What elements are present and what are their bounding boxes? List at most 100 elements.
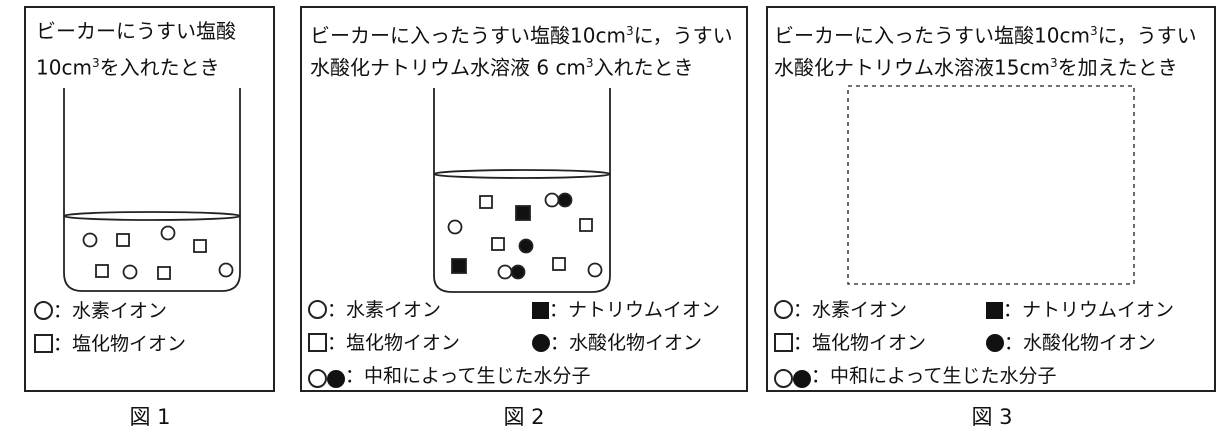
legend: ：水素イオン ：ナトリウムイオン ：塩化物イオン ：水酸化物イオン ：中和によって生… — [308, 294, 744, 396]
legend-row-3: ：中和によって生じた水分子 — [308, 360, 744, 396]
chloride-ion — [579, 218, 593, 232]
legend-item-hydrogen: ：水素イオン — [774, 294, 986, 327]
legend-row-3: ：中和によって生じた水分子 — [774, 360, 1212, 396]
particles — [447, 192, 603, 280]
legend-label: ：塩化物イオン — [53, 333, 187, 355]
legend-label: ：水素イオン — [793, 299, 908, 321]
legend-item-hydrogen: ：水素イオン — [308, 294, 532, 327]
caption-text: ビーカーに入ったうすい塩酸10cm — [774, 23, 1090, 48]
beaker-diagram — [433, 88, 611, 293]
beaker — [433, 88, 611, 293]
legend-item-water: ：中和によって生じた水分子 — [308, 365, 591, 388]
dot-icon — [793, 370, 811, 388]
hydroxide-ion — [518, 238, 534, 254]
caption-line-1: ビーカーにうすい塩酸 — [36, 16, 236, 46]
caption-line-1: ビーカーに入ったうすい塩酸10cm3に，うすい — [310, 16, 733, 51]
legend-label: ：ナトリウムイオン — [1003, 299, 1175, 321]
liquid-surface — [433, 169, 611, 179]
legend-item-hydroxide: ：水酸化物イオン — [986, 332, 1156, 354]
water-molecule-symbol — [308, 363, 345, 396]
beaker-outline — [433, 88, 611, 293]
legend-item-sodium: ：ナトリウムイオン — [532, 299, 720, 321]
hydrogen-ion — [218, 262, 234, 278]
legend-label: ：水素イオン — [53, 300, 168, 322]
liquid-surface — [63, 211, 241, 221]
caption-text: 入れたとき — [593, 55, 694, 80]
chloride-ion-symbol — [34, 334, 53, 353]
caption-text: 10cm — [36, 55, 92, 80]
hydrogen-ion-symbol — [774, 300, 793, 319]
chloride-ion — [193, 239, 207, 253]
answer-area — [847, 85, 1135, 285]
figure-label-2: 図 2 — [503, 405, 545, 429]
legend-label: ：中和によって生じた水分子 — [811, 365, 1057, 387]
beaker-diagram — [63, 88, 241, 292]
hydrogen-ion — [160, 225, 176, 241]
chloride-ion — [491, 237, 505, 251]
sodium-ion-symbol — [986, 302, 1003, 319]
panel-figure-1: ビーカーにうすい塩酸 10cm3を入れたとき ：水素イオン ：塩化物イオン — [24, 6, 275, 392]
figure-label-1: 図 1 — [129, 405, 171, 429]
chloride-ion — [479, 195, 493, 209]
caption-superscript: 3 — [625, 24, 634, 38]
water-molecule-hydrogen — [497, 264, 513, 280]
water-molecule-hydroxide — [557, 192, 573, 208]
legend-row-1: ：水素イオン ：ナトリウムイオン — [308, 294, 744, 327]
sodium-ion-symbol — [532, 302, 549, 319]
hydroxide-ion-symbol — [986, 334, 1004, 352]
particles — [82, 225, 234, 280]
caption-line-2: 水酸化ナトリウム水溶液15cm3を加えたとき — [774, 48, 1178, 83]
legend-item-chloride: ：塩化物イオン — [308, 327, 532, 360]
caption-superscript: 3 — [91, 56, 100, 70]
hydrogen-ion — [447, 219, 463, 235]
caption-text: に，うすい — [633, 23, 733, 48]
circle-icon — [308, 369, 327, 388]
legend-item-water: ：中和によって生じた水分子 — [774, 365, 1057, 388]
caption-text: ビーカーにうすい塩酸 — [36, 19, 236, 43]
legend-label: ：水酸化物イオン — [1004, 332, 1157, 354]
caption-line-2: 10cm3を入れたとき — [36, 48, 220, 83]
dot-icon — [327, 370, 345, 388]
legend-label: ：塩化物イオン — [327, 332, 461, 354]
legend-item-chloride: ：塩化物イオン — [774, 327, 986, 360]
legend: ：水素イオン ：塩化物イオン — [34, 295, 186, 361]
water-molecule-symbol — [774, 363, 811, 396]
water-molecule-hydrogen — [544, 192, 560, 208]
figure-label-3: 図 3 — [971, 405, 1013, 429]
sodium-ion — [515, 205, 531, 221]
hydrogen-ion-symbol — [34, 301, 53, 320]
legend-label: ：塩化物イオン — [793, 332, 927, 354]
circle-icon — [774, 369, 793, 388]
chloride-ion-symbol — [308, 333, 327, 352]
chloride-ion — [157, 266, 171, 280]
legend-label: ：水酸化物イオン — [550, 332, 703, 354]
legend-item-sodium: ：ナトリウムイオン — [986, 299, 1174, 321]
legend-row-2: ：塩化物イオン ：水酸化物イオン — [308, 327, 744, 360]
chloride-ion-symbol — [774, 333, 793, 352]
caption-text: を入れたとき — [99, 55, 220, 80]
blank-answer-box — [847, 85, 1135, 285]
panel-figure-3: ビーカーに入ったうすい塩酸10cm3に，うすい 水酸化ナトリウム水溶液15cm3… — [766, 6, 1216, 392]
beaker-outline — [63, 88, 241, 292]
caption-text: 水酸化ナトリウム水溶液15cm — [774, 55, 1050, 80]
caption-text: 水酸化ナトリウム水溶液 6 cm — [310, 55, 586, 80]
caption-text: ビーカーに入ったうすい塩酸10cm — [310, 23, 626, 48]
legend-label: ：ナトリウムイオン — [549, 299, 721, 321]
hydrogen-ion-symbol — [308, 300, 327, 319]
hydroxide-ion-symbol — [532, 334, 550, 352]
legend-row-2: ：塩化物イオン ：水酸化物イオン — [774, 327, 1212, 360]
caption-text: に，うすい — [1097, 23, 1197, 48]
legend-item-hydrogen: ：水素イオン — [34, 295, 186, 328]
caption-text: を加えたとき — [1057, 55, 1178, 80]
legend-label: ：中和によって生じた水分子 — [345, 365, 591, 387]
hydrogen-ion — [587, 262, 603, 278]
caption-line-1: ビーカーに入ったうすい塩酸10cm3に，うすい — [774, 16, 1197, 51]
legend-item-chloride: ：塩化物イオン — [34, 328, 186, 361]
chloride-ion — [116, 233, 130, 247]
chloride-ion — [552, 257, 566, 271]
hydrogen-ion — [82, 232, 98, 248]
legend-row-1: ：水素イオン ：ナトリウムイオン — [774, 294, 1212, 327]
caption-superscript: 3 — [1089, 24, 1098, 38]
caption-superscript: 3 — [1049, 56, 1058, 70]
beaker — [63, 88, 241, 292]
